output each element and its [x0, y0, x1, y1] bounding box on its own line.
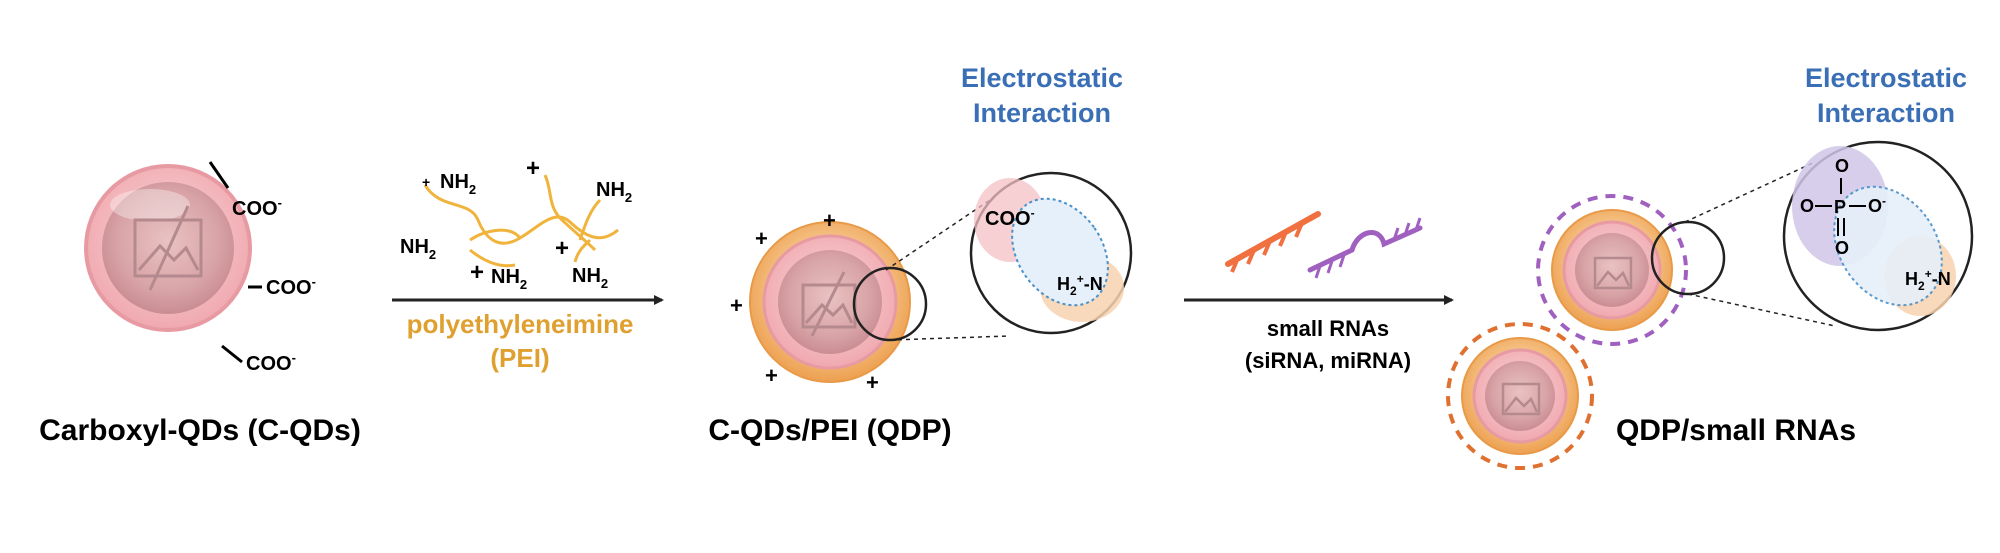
charge-plus: + [470, 259, 484, 286]
pei-abbrev-label: (PEI) [490, 343, 549, 373]
nh2-label: NH2 [491, 266, 527, 292]
oxygen-label: O [1800, 196, 1814, 216]
qdp-rna-particle-purple [1536, 194, 1688, 346]
charge-plus: + [823, 208, 836, 233]
inset-coo-label: COO- [985, 206, 1035, 230]
coo-label-2: COO- [266, 274, 316, 299]
charge-plus: + [866, 370, 879, 395]
charge-plus: + [526, 155, 540, 182]
pei-amine-labels: + NH2 + NH2 NH2 + + NH2 NH2 [400, 155, 632, 292]
zoom-guide [885, 199, 991, 271]
nh2-label: NH2 [440, 171, 476, 197]
carboxyl-groups: COO- COO- COO- [208, 161, 316, 375]
carboxyl-qd [84, 164, 252, 332]
qdp-rna-inset: O O P O- O H2+-N [1782, 140, 1974, 332]
nh2-label: NH2 [572, 265, 608, 291]
stage3-title: QDP/small RNAs [1616, 414, 1856, 447]
phosphorus-label: P [1834, 197, 1846, 217]
oxygen-label: O [1835, 156, 1849, 176]
stage2-title: C-QDs/PEI (QDP) [708, 414, 951, 447]
interaction-label-1-line1: Electrostatic [961, 63, 1123, 93]
mirna-strand [1307, 217, 1423, 279]
charge-plus: + [765, 363, 778, 388]
nh2-label: NH2 [400, 236, 436, 262]
zoom-guide [1687, 293, 1836, 327]
rna-types-label: (siRNA, miRNA) [1245, 348, 1411, 373]
interaction-label-1-line2: Interaction [973, 98, 1111, 128]
coo-label-3: COO- [246, 350, 296, 375]
interaction-label-2-line1: Electrostatic [1805, 63, 1967, 93]
interaction-label-2-line2: Interaction [1817, 98, 1955, 128]
qdp-rna-particle-orange [1446, 322, 1594, 470]
charge-plus: + [730, 293, 743, 318]
inset-amine-label: H2+-N [1905, 267, 1951, 293]
charge-plus: + [422, 174, 430, 190]
image-placeholder-icon [1593, 256, 1633, 290]
pei-label: polyethyleneimine [407, 309, 634, 339]
phosphate-group: O O P O- O [1800, 156, 1886, 258]
oxygen-anion-label: O- [1868, 194, 1886, 216]
stage1-title: Carboxyl-QDs (C-QDs) [39, 414, 361, 447]
charge-plus: + [555, 235, 569, 262]
pei-polymer [423, 174, 619, 268]
sirna-strand [1225, 211, 1321, 273]
qdp-inset: COO- H2+-N [969, 171, 1133, 335]
coo-label-1: COO- [232, 195, 282, 220]
oxygen-label: O [1835, 238, 1849, 258]
image-placeholder-icon [1501, 382, 1541, 416]
qdp-particle [749, 221, 911, 383]
nh2-label: NH2 [596, 179, 632, 205]
image-placeholder-icon [133, 205, 203, 291]
qdp-surface-charges: + + + + + [730, 208, 879, 395]
charge-plus: + [755, 226, 768, 251]
small-rnas-label: small RNAs [1267, 316, 1389, 341]
